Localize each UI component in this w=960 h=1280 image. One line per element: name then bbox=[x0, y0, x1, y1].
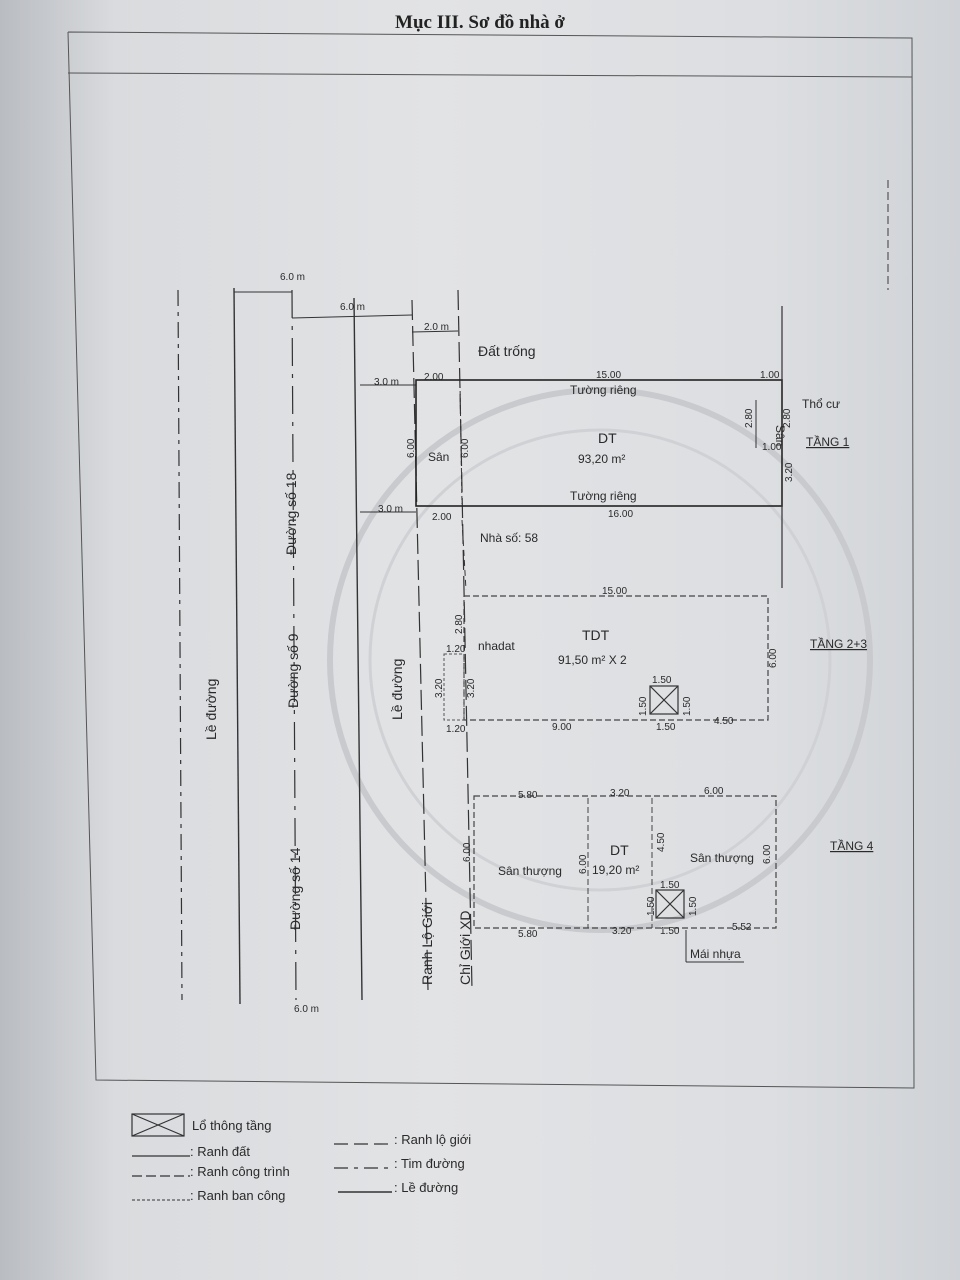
san-right-label: Sân bbox=[773, 425, 787, 446]
legend-tim-duong: : Tim đường bbox=[394, 1156, 465, 1171]
f23-dim-v-150a: 1.50 bbox=[652, 675, 672, 686]
watermark-text: nhadat bbox=[478, 639, 515, 653]
f1-dim-r-280a: 2.80 bbox=[744, 408, 755, 428]
f4-dim-m-450: 4.50 bbox=[656, 832, 667, 852]
f23-dim-bot-450: 4.50 bbox=[714, 716, 734, 727]
tuong-rieng-bottom: Tường riêng bbox=[570, 489, 637, 503]
san-thuong-right: Sân thượng bbox=[690, 851, 754, 865]
chi-gioi-line bbox=[457, 289, 473, 991]
f23-dim-l-120a: 1.20 bbox=[446, 644, 466, 655]
road-half-width: 6.0 m bbox=[340, 302, 365, 313]
page-title: Mục III. Sơ đồ nhà ở bbox=[395, 12, 565, 33]
f4-dim-top-580: 5.80 bbox=[518, 790, 538, 801]
f1-dim-r-320: 3.20 bbox=[784, 462, 795, 482]
f4-dim-r-6: 6.00 bbox=[762, 844, 773, 864]
chi-gioi-xd-label: Chỉ Giới XD bbox=[457, 910, 473, 985]
ranh-lo-gioi-label: Ranh Lộ Giới bbox=[419, 902, 435, 985]
f1-dim-mid-6: 6.00 bbox=[460, 438, 471, 458]
tang-4-label: TẦNG 4 bbox=[830, 838, 874, 853]
le-duong-left-label: Lề đường bbox=[203, 679, 219, 740]
duong-so-9-label: Đường số 9 bbox=[285, 633, 301, 708]
dat-trong-label: Đất trống bbox=[478, 343, 536, 359]
road-line-1 bbox=[177, 289, 183, 1001]
void-floor23 bbox=[649, 685, 679, 715]
f23-dim-l-280: 2.80 bbox=[454, 614, 465, 634]
le-duong-right-label: Lề đường bbox=[389, 659, 405, 720]
f4-dim-top-6: 6.00 bbox=[704, 786, 724, 797]
mai-nhua-label: Mái nhựa bbox=[690, 947, 741, 961]
f4-dim-bot-150: 1.50 bbox=[660, 926, 680, 937]
tho-cu-label: Thổ cư bbox=[802, 397, 840, 411]
sidewalk-width: 2.0 m bbox=[424, 322, 449, 333]
f23-dim-l-120b: 1.20 bbox=[446, 724, 466, 735]
frame-header-rule bbox=[67, 72, 913, 78]
f1-dim-r-100: 1.00 bbox=[762, 442, 782, 453]
f4-dim-v-150c: 1.50 bbox=[688, 896, 699, 916]
road-centerline bbox=[291, 289, 297, 1001]
tang-1-label: TẦNG 1 bbox=[806, 434, 850, 449]
road-line-2 bbox=[233, 287, 241, 1005]
f23-dim-l-320a: 3.20 bbox=[434, 678, 445, 698]
f1-dim-top-15: 15.00 bbox=[596, 370, 621, 381]
f4-dim-top-320: 3.20 bbox=[610, 788, 630, 799]
duong-so-14-label: Đường số 14 bbox=[287, 847, 303, 930]
f1-dim-bot-2: 2.00 bbox=[432, 512, 452, 523]
f1-dim-top-1: 1.00 bbox=[760, 370, 780, 381]
road-line-4 bbox=[353, 297, 363, 1001]
f1-dim-left-6: 6.00 bbox=[406, 438, 417, 458]
floor23-balcony bbox=[443, 653, 465, 721]
f1-dim-bot-16: 16.00 bbox=[608, 509, 633, 520]
legend-void-symbol bbox=[131, 1113, 185, 1137]
setback-bottom: 3.0 m bbox=[378, 504, 403, 515]
f4-dim-v-150b: 1.50 bbox=[646, 896, 657, 916]
f23-dim-top-15: 15.00 bbox=[602, 586, 627, 597]
setback-top: 3.0 m bbox=[374, 377, 399, 388]
f4-dim-bot-320: 3.20 bbox=[612, 926, 632, 937]
road-width-top: 6.0 m bbox=[280, 272, 305, 283]
road-width-bottom: 6.0 m bbox=[294, 1004, 319, 1015]
legend-le-duong: : Lề đường bbox=[394, 1180, 458, 1195]
f4-dt-value: 19,20 m² bbox=[592, 863, 639, 877]
f4-dim-m-6: 6.00 bbox=[578, 854, 589, 874]
legend-ranh-lo-gioi: : Ranh lộ giới bbox=[394, 1132, 471, 1147]
legend-ranh-cong-trinh: : Ranh công trình bbox=[190, 1164, 290, 1179]
f23-dim-bot-150: 1.50 bbox=[656, 722, 676, 733]
tdt-label: TDT bbox=[582, 627, 610, 643]
nha-so-label: Nhà số: 58 bbox=[480, 531, 538, 545]
f4-dim-bot-580: 5.80 bbox=[518, 929, 538, 940]
tang-23-label: TẦNG 2+3 bbox=[810, 636, 867, 651]
f1-dt-value: 93,20 m² bbox=[578, 452, 625, 466]
f1-dim-top-2: 2.00 bbox=[424, 372, 444, 383]
f23-dim-bot-9: 9.00 bbox=[552, 722, 572, 733]
f4-dim-v-150a: 1.50 bbox=[660, 880, 680, 891]
san-left-label: Sân bbox=[428, 450, 449, 464]
legend-ranh-ban-cong: : Ranh ban công bbox=[190, 1188, 285, 1203]
f4-dt-label: DT bbox=[610, 842, 629, 858]
void-floor4 bbox=[655, 889, 685, 919]
legend-ranh-dat: : Ranh đất bbox=[190, 1144, 250, 1159]
f23-dim-l-320b: 3.20 bbox=[466, 678, 477, 698]
f1-dt-label: DT bbox=[598, 430, 617, 446]
duong-so-18-label: Đường số 18 bbox=[283, 472, 299, 555]
watermark-seal bbox=[327, 387, 873, 933]
f4-dim-l-6: 6.00 bbox=[462, 842, 473, 862]
f23-dim-r-6: 6.00 bbox=[768, 648, 779, 668]
floor23-outline bbox=[463, 595, 769, 721]
san-thuong-left: Sân thượng bbox=[498, 864, 562, 878]
f4-dim-bot-552: 5.52 bbox=[732, 922, 752, 933]
frame-border bbox=[67, 31, 915, 1089]
ranh-lo-gioi-line bbox=[411, 299, 429, 991]
f1-dim-r-280b: 2.80 bbox=[782, 408, 793, 428]
f23-dim-v-150c: 1.50 bbox=[682, 696, 693, 716]
f23-dim-v-150b: 1.50 bbox=[638, 696, 649, 716]
legend-lo-thong-tang: Lổ thông tầng bbox=[192, 1118, 272, 1133]
tuong-rieng-top: Tường riêng bbox=[570, 383, 637, 397]
tdt-value: 91,50 m² X 2 bbox=[558, 653, 627, 667]
floor4-outline bbox=[473, 795, 777, 929]
